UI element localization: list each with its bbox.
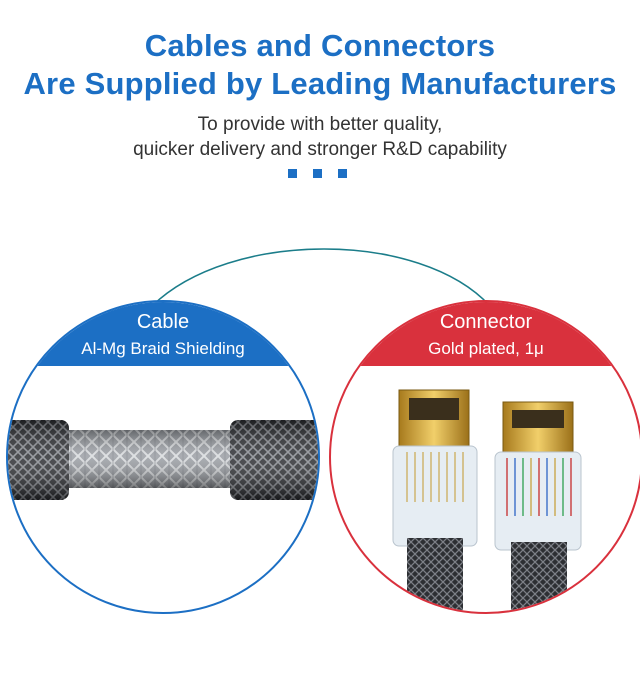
connector-panel: Connector Gold plated, 1μ	[329, 300, 640, 614]
braided-cable-image	[8, 420, 318, 500]
page-title-line1: Cables and Connectors	[144, 28, 496, 63]
subtitle-line2: quicker delivery and stronger R&D capabi…	[133, 139, 507, 160]
connector-subtitle: Gold plated, 1μ	[428, 339, 544, 358]
page-title-line2: Are Supplied by Leading Manufacturers	[23, 66, 617, 101]
gold-connector-image	[392, 389, 582, 612]
separator-dot	[338, 169, 347, 178]
cable-label-band: Cable Al-Mg Braid Shielding	[8, 302, 318, 366]
subtitle-line1: To provide with better quality,	[197, 114, 443, 135]
cable-subtitle: Al-Mg Braid Shielding	[81, 339, 245, 358]
cable-panel: Cable Al-Mg Braid Shielding	[6, 300, 320, 614]
connector-label-band: Connector Gold plated, 1μ	[331, 302, 640, 366]
separator-dot	[288, 169, 297, 178]
cable-title: Cable	[136, 311, 190, 333]
connector-title: Connector	[439, 311, 533, 333]
separator-dot	[313, 169, 322, 178]
